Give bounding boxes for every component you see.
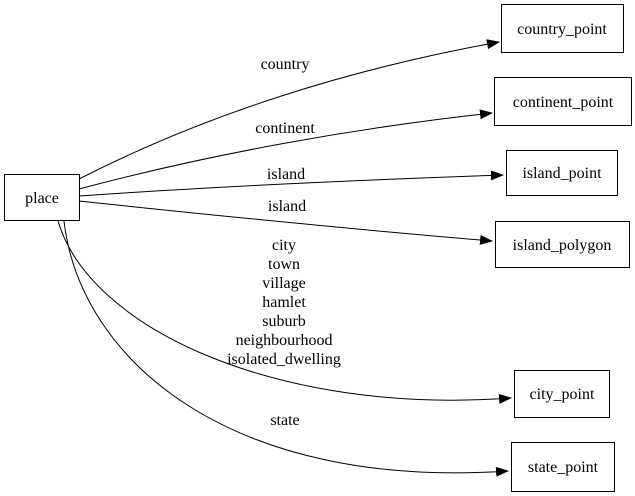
edge-label-town: town xyxy=(268,256,300,273)
node-continent-point: continent_point xyxy=(494,77,632,126)
edge-place-island-point xyxy=(78,170,504,197)
node-city-point-box xyxy=(514,370,610,418)
node-city-point-label: city_point xyxy=(530,386,595,403)
edge-place-island-polygon xyxy=(78,200,493,245)
edge-label-island-point: island xyxy=(267,166,305,183)
edge-label-village: village xyxy=(262,275,306,292)
node-continent-point-box xyxy=(494,77,632,126)
node-place-label: place xyxy=(25,190,59,207)
edge-label-city: city xyxy=(272,237,296,254)
edge-place-city-point xyxy=(57,220,512,404)
node-island-point: island_point xyxy=(506,150,618,196)
node-island-point-label: island_point xyxy=(522,165,602,182)
node-island-polygon-label: island_polygon xyxy=(513,237,612,254)
edge-label-isolated-dwelling: isolated_dwelling xyxy=(227,351,341,368)
node-state-point: state_point xyxy=(511,442,615,492)
node-country-point-label: country_point xyxy=(517,21,607,38)
node-state-point-box xyxy=(511,442,615,492)
edge-label-suburb: suburb xyxy=(262,313,306,330)
node-island-point-box xyxy=(506,150,618,196)
edge-label-hamlet: hamlet xyxy=(262,294,306,311)
edge-label-continent: continent xyxy=(255,120,315,137)
node-place-box xyxy=(4,174,80,221)
node-city-point: city_point xyxy=(514,370,610,418)
edge-label-state: state xyxy=(270,412,299,429)
node-continent-point-label: continent_point xyxy=(513,94,614,111)
node-state-point-label: state_point xyxy=(528,459,599,476)
edge-place-country-point xyxy=(78,39,500,180)
edge-label-island-polygon: island xyxy=(268,198,306,215)
node-place: place xyxy=(4,174,80,221)
node-island-polygon: island_polygon xyxy=(495,221,630,268)
edge-label-neighbourhood: neighbourhood xyxy=(236,332,333,349)
edge-place-state-point xyxy=(63,220,509,477)
node-island-polygon-box xyxy=(495,221,630,268)
node-country-point: country_point xyxy=(501,4,624,53)
node-country-point-box xyxy=(501,4,624,53)
edge-label-country: country xyxy=(261,56,310,73)
edge-place-continent-point xyxy=(78,109,493,190)
